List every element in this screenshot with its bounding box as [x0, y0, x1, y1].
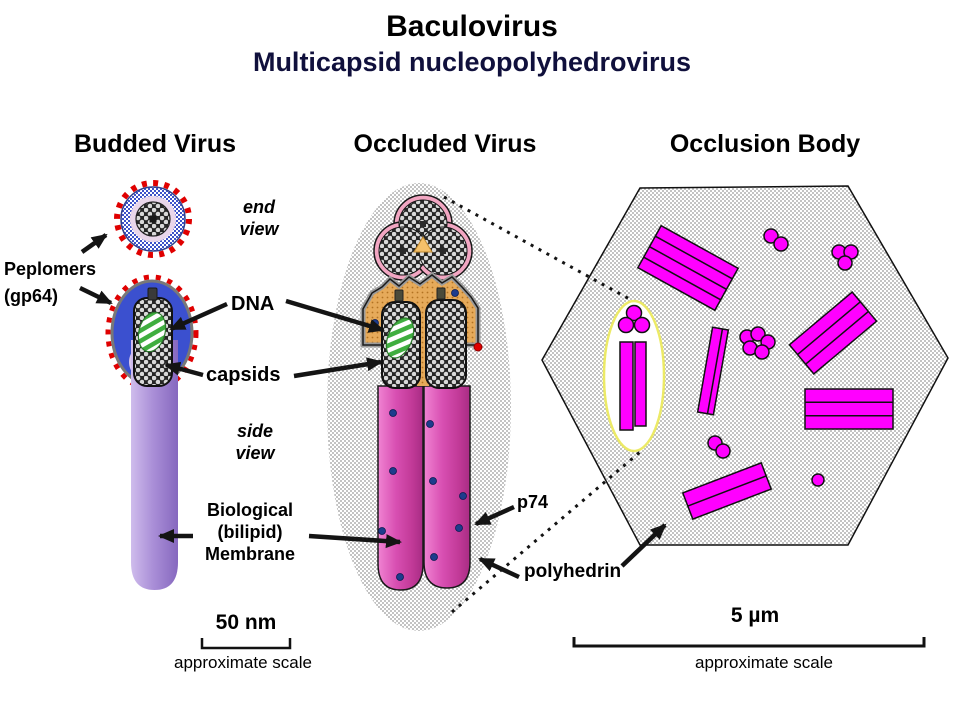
highlighted-virion	[602, 299, 666, 453]
trefoil-core-dot	[440, 248, 446, 254]
page-title: Baculovirus	[386, 10, 558, 43]
label-peplomers: Peplomers (gp64)	[4, 259, 97, 306]
bilipid-membrane-tube	[131, 340, 178, 590]
budded-virus-side-view	[105, 274, 199, 590]
trefoil-core-dot	[400, 248, 406, 254]
virion-single-rod	[696, 326, 730, 416]
virion-end-view-cluster	[739, 326, 776, 360]
virion-bundles	[636, 224, 894, 521]
scale-value-50nm: 50 nm	[215, 611, 277, 634]
virion-bundle	[804, 388, 894, 430]
scale-caption-left: approximate scale	[174, 653, 312, 672]
label-dna: DNA	[231, 293, 275, 315]
capsid-apex-knob	[436, 287, 446, 300]
capsid-apex-knob	[394, 289, 404, 302]
dna-budded	[137, 311, 167, 353]
membrane-column-right	[423, 385, 471, 589]
virion-bundle	[788, 291, 878, 375]
budded-virus-end-view	[114, 180, 192, 258]
occluded-end-view-trefoil	[373, 194, 473, 281]
occlusion-hexagon	[541, 185, 949, 546]
arrow-capsids-right	[293, 357, 383, 379]
page-subtitle: Multicapsid nucleopolyhedrovirus	[252, 47, 692, 77]
scale-bar-5um	[572, 637, 926, 648]
label-side-view: side view	[235, 421, 275, 463]
highlighted-virion-parts	[617, 304, 651, 431]
membrane-column-left	[377, 385, 424, 591]
red-marker-dot	[473, 342, 483, 352]
arrow-peplomers-sideview	[79, 285, 113, 306]
scale-bar-50nm	[200, 638, 292, 650]
arrow-capsids-left	[164, 361, 204, 378]
arrow-membrane-right	[308, 533, 402, 549]
highlight-ellipse-yellow	[602, 299, 666, 453]
label-membrane: Biological (bilipid) Membrane	[204, 500, 296, 564]
virion-bundle	[681, 461, 773, 521]
arrow-polyhedrin-right	[620, 523, 667, 568]
label-polyhedrin: polyhedrin	[524, 561, 622, 582]
peplomer-ring-side-view	[105, 274, 199, 392]
capsid-apex-knob	[147, 287, 158, 301]
envelope-cap-outline	[362, 274, 479, 346]
arrow-p74	[474, 504, 515, 527]
annotation-arrows	[79, 233, 667, 580]
arrow-dna-right	[285, 298, 385, 333]
scale-caption-right: approximate scale	[695, 653, 833, 672]
occluded-virus	[327, 183, 511, 631]
virion-end-view-single	[811, 473, 825, 487]
trefoil-center-triangle	[413, 236, 433, 253]
label-p74: p74	[517, 492, 549, 512]
peplomer-ring-end-view	[114, 180, 192, 258]
virion-bundle	[636, 224, 740, 312]
arrow-peplomers-endview	[80, 233, 108, 254]
scale-bars	[200, 637, 926, 650]
label-capsids: capsids	[206, 364, 281, 386]
virion-end-view-cluster	[707, 435, 731, 459]
nucleocapsid-right	[425, 299, 467, 389]
heading-occluded-virus: Occluded Virus	[353, 130, 537, 158]
scale-value-5um: 5 µm	[730, 604, 780, 627]
dna-occluded	[385, 317, 415, 359]
label-end-view: end view	[239, 197, 279, 239]
p74-protein-dots	[371, 289, 467, 581]
arrow-dna-left	[169, 301, 228, 332]
trefoil-core-dot	[420, 221, 426, 227]
arrow-polyhedrin-left	[478, 556, 520, 580]
virion-end-view-cluster	[763, 228, 789, 252]
heading-occlusion-body: Occlusion Body	[669, 130, 861, 158]
capsid-core-dot	[149, 215, 157, 223]
virion-end-view-cluster	[831, 244, 859, 271]
heading-budded-virus: Budded Virus	[73, 130, 237, 158]
occlusion-body	[541, 185, 949, 546]
